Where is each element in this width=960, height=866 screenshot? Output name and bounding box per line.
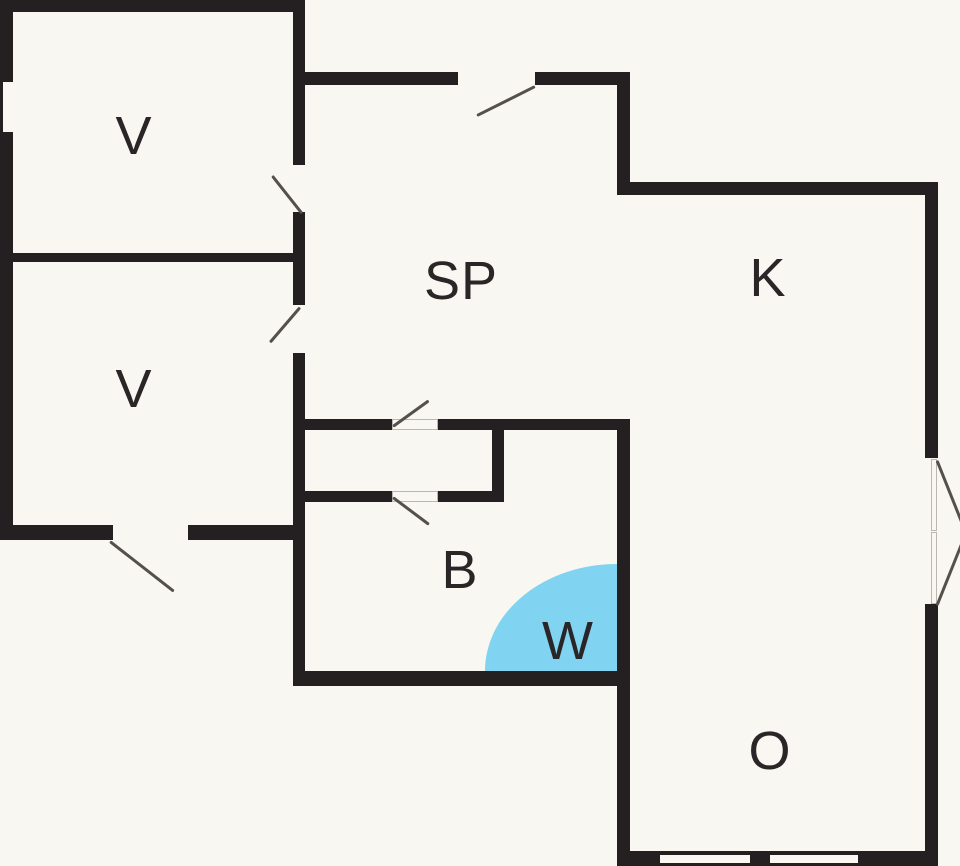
- main-vertical-wall-seg-2: [293, 212, 305, 305]
- v-section-top-wall: [0, 0, 305, 12]
- hall-top-wall-right: [438, 419, 630, 430]
- v-exterior-door-swing: [109, 540, 175, 593]
- main-vertical-wall-seg-3: [293, 353, 305, 686]
- b-bottom-wall: [293, 671, 630, 686]
- room-label-w: W: [542, 611, 594, 671]
- double-door-panel-top: [931, 459, 937, 531]
- v-rooms-divider-wall: [13, 253, 293, 262]
- double-door-swing-top: [935, 459, 960, 527]
- double-door-swing-bottom: [935, 539, 960, 607]
- v-section-left-wall: [0, 0, 13, 540]
- v-section-bottom-wall-right: [188, 525, 305, 540]
- right-outer-wall-upper: [925, 182, 938, 458]
- sp-entry-door-swing: [476, 85, 536, 117]
- b-right-wall: [617, 419, 630, 866]
- o-bottom-window-2-window: [770, 855, 858, 863]
- double-door-panel-bottom: [931, 532, 937, 604]
- hall-bottom-wall-right: [438, 491, 504, 502]
- room-label-k: K: [749, 248, 787, 308]
- v-upper-door-swing: [271, 174, 304, 215]
- sp-right-wall: [617, 72, 630, 195]
- v-upper-left-window-window: [3, 82, 13, 132]
- v-section-bottom-wall-left: [0, 525, 113, 540]
- sp-top-wall-left: [293, 72, 458, 85]
- room-label-sp: SP: [423, 251, 499, 311]
- hall-top-wall-left: [305, 419, 392, 430]
- room-label-o: O: [748, 721, 792, 781]
- hall-right-stub-wall: [492, 419, 504, 502]
- hall-bottom-wall-left: [305, 491, 392, 502]
- v-lower-door-swing: [268, 306, 302, 344]
- sp-top-wall-right: [535, 72, 630, 85]
- room-label-v-lower: V: [115, 359, 153, 419]
- k-top-wall: [617, 182, 937, 195]
- room-label-b: B: [441, 540, 479, 600]
- right-outer-wall-lower: [925, 604, 938, 866]
- o-bottom-window-1-window: [660, 855, 750, 863]
- room-label-v-upper: V: [115, 106, 153, 166]
